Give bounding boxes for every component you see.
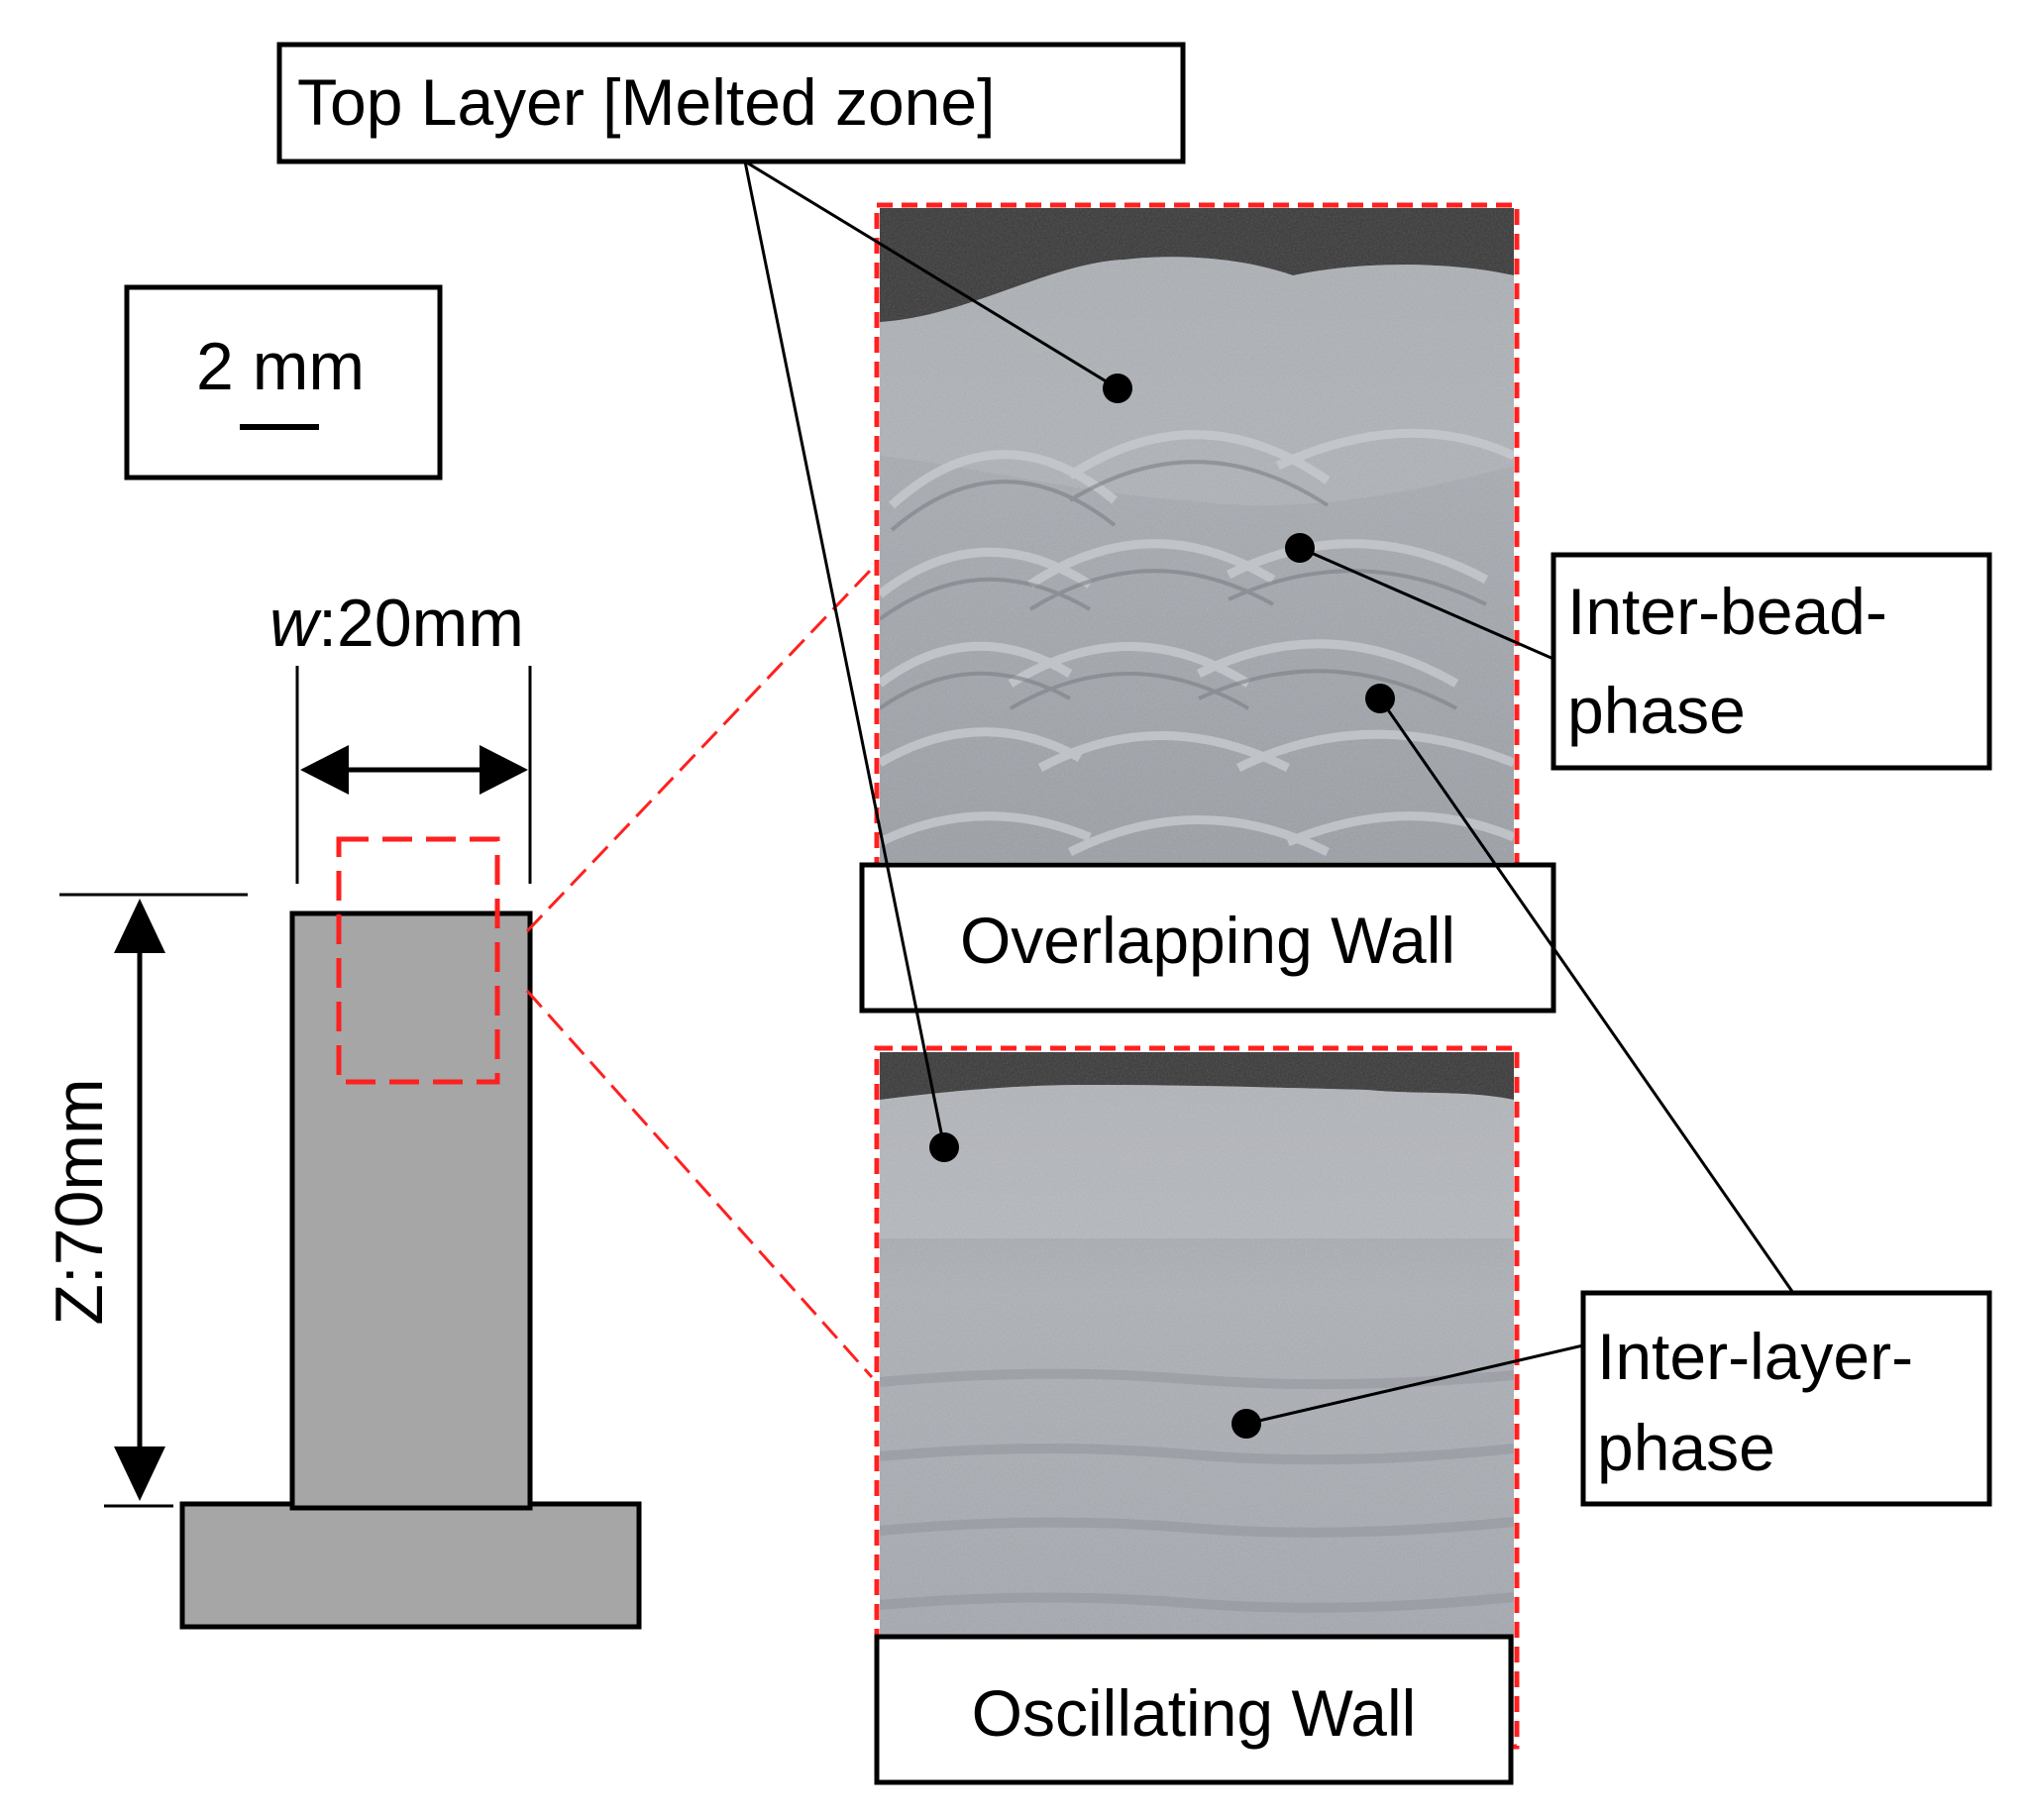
overlapping-wall-label: Overlapping Wall — [960, 904, 1455, 977]
substrate-plate — [179, 1501, 642, 1630]
wall-schematic — [179, 836, 642, 1630]
height-label: Z:70mm — [42, 1078, 117, 1325]
zoom-region-box — [336, 836, 500, 1085]
zoom-projection-lines — [525, 567, 874, 1378]
overlapping-wall-micrograph — [874, 202, 1520, 868]
top-layer-callout: Top Layer [Melted zone] — [276, 42, 1186, 164]
width-label: w:20mm — [269, 586, 524, 661]
scale-bar: 2 mm — [124, 284, 443, 481]
overlapping-wall-caption: Overlapping Wall — [859, 862, 1556, 1014]
top-layer-label: Top Layer [Melted zone] — [297, 65, 995, 139]
oscillating-wall-caption: Oscillating Wall — [874, 1634, 1514, 1785]
marker-dot-inter-bead — [1285, 533, 1315, 563]
leader-lines — [743, 160, 1795, 1426]
arrow-up-icon — [114, 899, 165, 953]
inter-bead-label-line1: Inter-bead- — [1567, 575, 1887, 648]
marker-dot-inter-layer-oscillating — [1231, 1409, 1261, 1439]
marker-dots — [929, 374, 1395, 1439]
inter-layer-label-line2: phase — [1597, 1411, 1775, 1484]
inter-bead-label-line2: phase — [1567, 674, 1746, 747]
arrow-right-icon — [480, 745, 528, 795]
oscillating-wall-label: Oscillating Wall — [972, 1676, 1417, 1750]
marker-dot-top-layer-oscillating — [929, 1132, 959, 1162]
inter-bead-callout: Inter-bead- phase — [1551, 552, 1992, 771]
inter-layer-label-line1: Inter-layer- — [1597, 1320, 1913, 1393]
width-dimension: w:20mm — [269, 586, 532, 884]
marker-dot-top-layer-overlapping — [1103, 374, 1132, 403]
arrow-down-icon — [114, 1446, 165, 1501]
marker-dot-inter-layer-overlapping — [1365, 684, 1395, 713]
deposited-wall — [289, 910, 533, 1511]
height-dimension: Z:70mm — [42, 893, 248, 1508]
scale-bar-label: 2 mm — [196, 329, 365, 404]
inter-layer-callout: Inter-layer- phase — [1580, 1290, 1992, 1507]
arrow-left-icon — [300, 745, 349, 795]
